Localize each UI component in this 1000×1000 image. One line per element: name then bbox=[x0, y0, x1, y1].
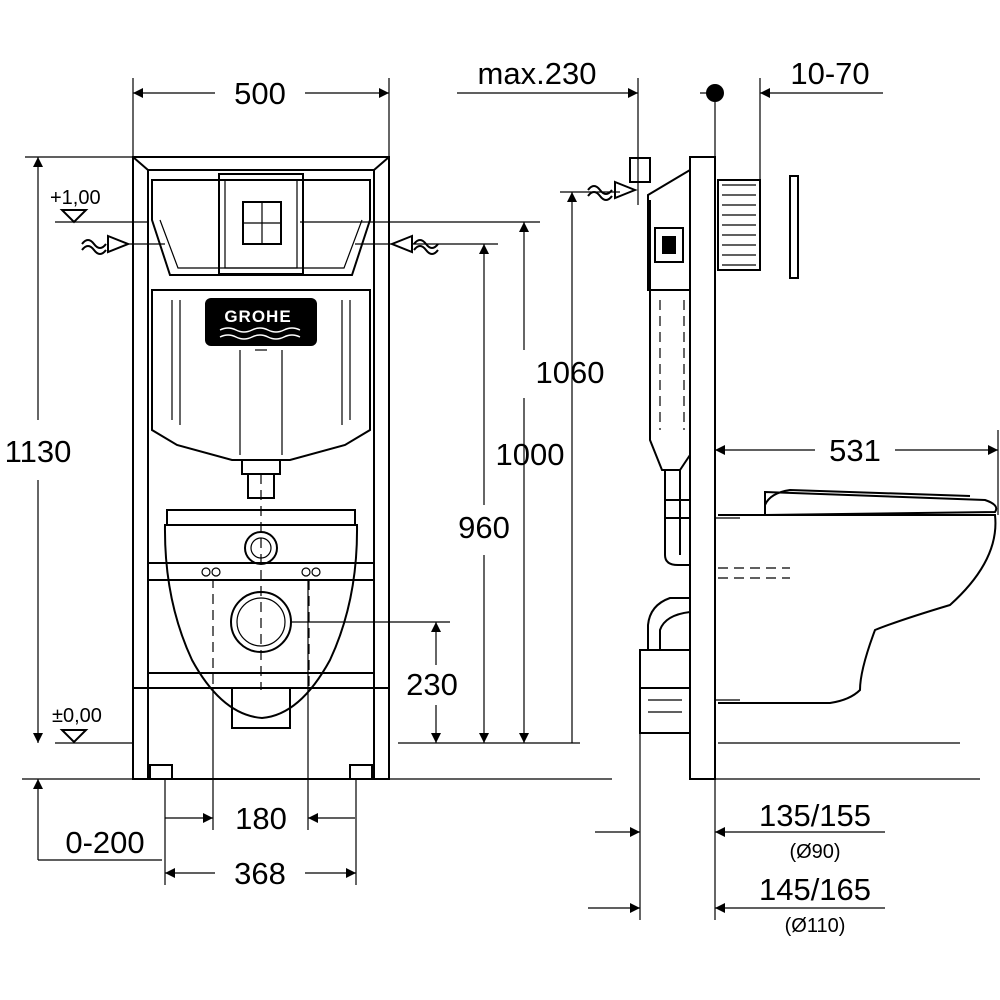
dim-drain-height: 230 bbox=[406, 667, 458, 702]
dim-frame-height: 1130 bbox=[5, 434, 72, 469]
dim-max-depth: max.230 bbox=[478, 56, 597, 91]
dim-outlet-dia-90: (Ø90) bbox=[789, 841, 840, 863]
dim-outlet-depth-90: 135/155 bbox=[759, 798, 871, 833]
dim-foot-range: 0-200 bbox=[65, 825, 144, 860]
dim-wall-range: 10-70 bbox=[790, 56, 869, 91]
dim-outlet-depth-110: 145/165 bbox=[759, 872, 871, 907]
dim-flush-height: 960 bbox=[458, 510, 510, 545]
flush-plate bbox=[218, 173, 304, 275]
brand-logo: GROHE bbox=[205, 298, 317, 346]
dim-bolt-spacing: 180 bbox=[235, 801, 287, 836]
front-wc-bowl bbox=[163, 474, 359, 729]
svg-text:GROHE: GROHE bbox=[224, 307, 291, 326]
side-wc-bowl bbox=[718, 488, 998, 704]
side-cistern bbox=[629, 157, 691, 566]
dim-feet-width: 368 bbox=[234, 856, 286, 891]
dim-cistern-height: 1060 bbox=[536, 355, 605, 390]
dim-inlet-height: 1000 bbox=[496, 437, 565, 472]
level-upper: +1,00 bbox=[50, 187, 101, 209]
side-water-inlet bbox=[587, 180, 638, 201]
side-flush-plate bbox=[717, 175, 799, 279]
dim-projection: 531 bbox=[829, 433, 881, 468]
dim-frame-width: 500 bbox=[234, 76, 286, 111]
water-inlet-right bbox=[355, 234, 439, 255]
water-inlet-left bbox=[81, 234, 165, 255]
dim-outlet-dia-110: (Ø110) bbox=[785, 915, 846, 937]
front-cistern bbox=[151, 179, 371, 499]
side-drain-pipe bbox=[639, 597, 691, 734]
level-floor: ±0,00 bbox=[52, 705, 102, 727]
side-frame bbox=[689, 156, 740, 780]
